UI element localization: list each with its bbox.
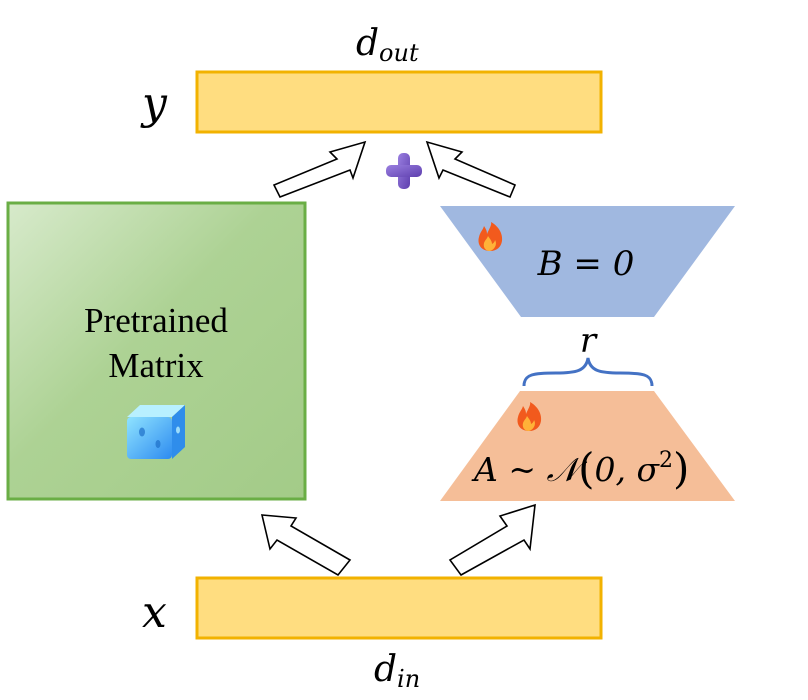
d-out-label: dout: [356, 23, 419, 67]
arrow-pretrained-to-sum: [272, 140, 367, 199]
a-distribution: A ~ 𝒩(0, σ2): [471, 444, 689, 493]
rank-brace: [522, 357, 654, 387]
matrix-a: [440, 391, 735, 501]
ice-cube-icon: [127, 405, 185, 459]
plus-icon: [386, 153, 422, 189]
arrow-b-to-sum: [425, 140, 517, 199]
fire-icon: [517, 402, 542, 431]
pretrained-label-line2: Matrix: [108, 346, 204, 385]
pretrained-label-line1: Pretrained: [84, 301, 228, 340]
y-label: y: [140, 78, 168, 129]
rank-r-label: r: [580, 321, 598, 361]
fire-icon: [478, 222, 503, 251]
x-label: x: [142, 587, 167, 638]
input-bar: [195, 576, 603, 640]
output-bar: [195, 70, 603, 134]
b-equation: B = 0: [537, 244, 635, 284]
arrow-input-to-pretrained: [260, 514, 352, 577]
matrix-b: [440, 206, 735, 317]
arrow-input-to-a: [448, 503, 536, 577]
d-in-label: din: [374, 649, 420, 693]
